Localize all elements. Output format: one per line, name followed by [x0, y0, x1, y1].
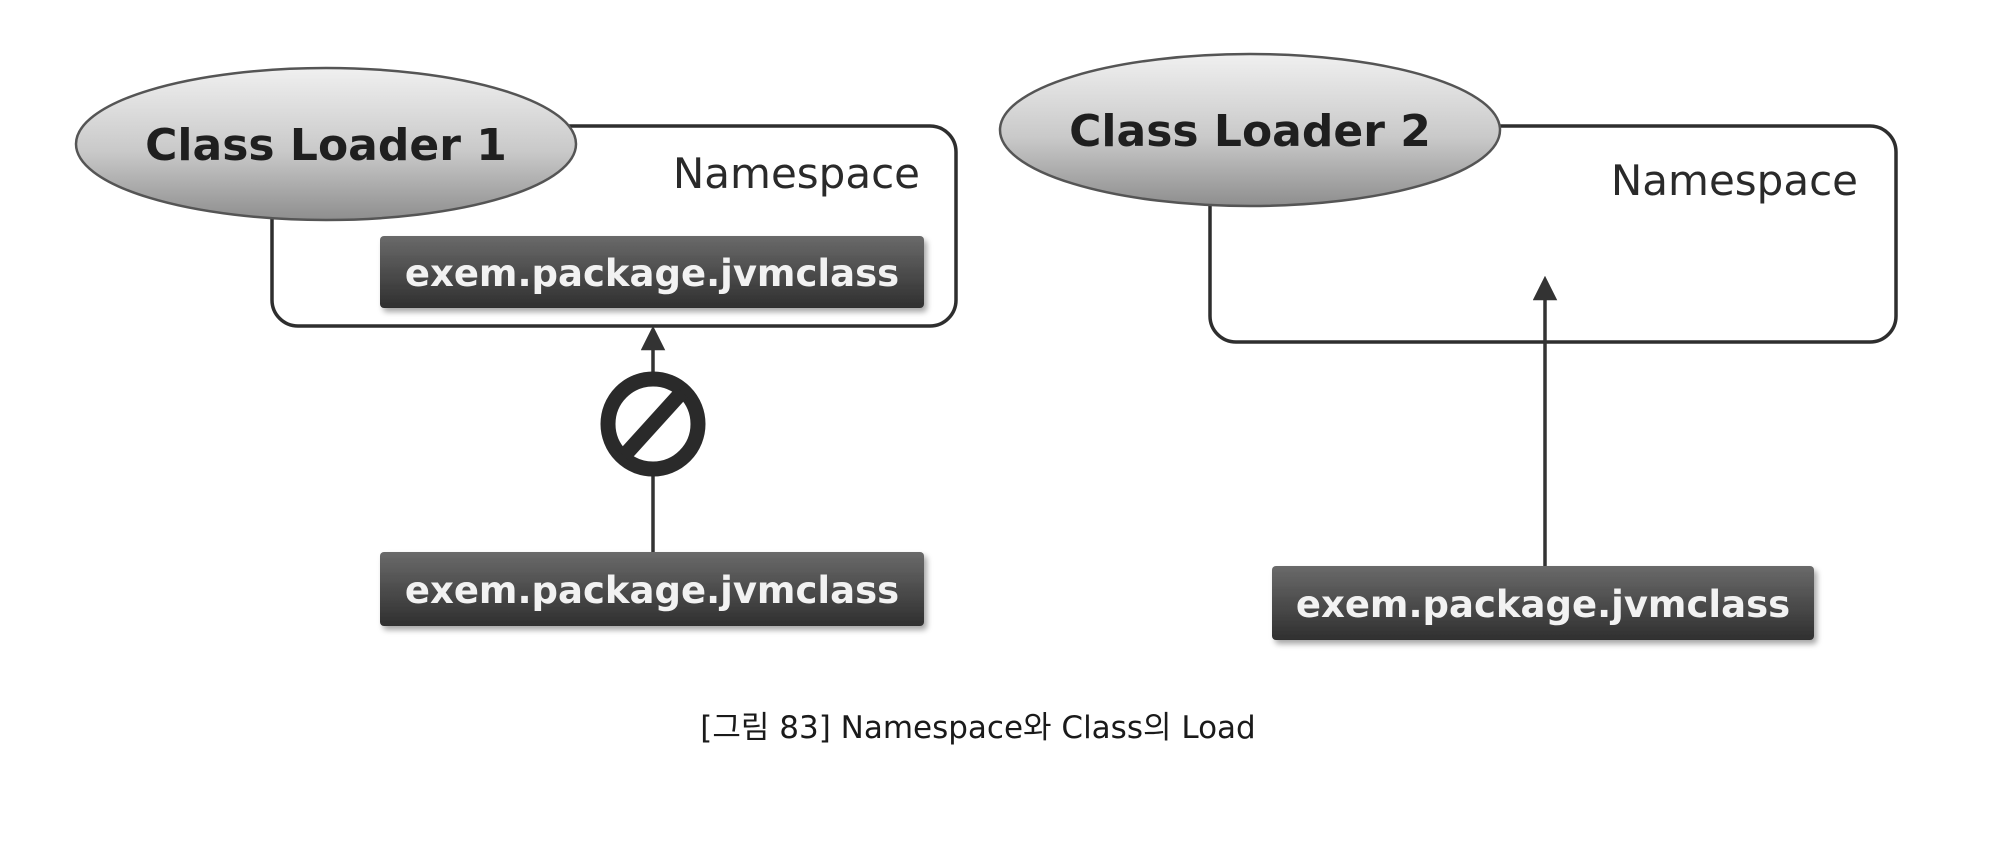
namespace-label: Namespace [673, 149, 920, 198]
outer-class-box [380, 552, 924, 626]
outer-class-label: exem.package.jvmclass [1296, 583, 1790, 626]
inner-class-box [380, 236, 924, 308]
class-loader-ellipse [998, 52, 1502, 208]
prohibited-icon [600, 371, 706, 477]
outer-class-box [1272, 566, 1814, 640]
class-loader-label: Class Loader 1 [145, 120, 507, 171]
right-panel: Class Loader 2 Namespace exem.package.jv… [998, 52, 1898, 640]
class-loader-label: Class Loader 2 [1069, 106, 1431, 157]
inner-class-label: exem.package.jvmclass [405, 252, 899, 295]
namespace-label: Namespace [1611, 156, 1858, 205]
outer-class-label: exem.package.jvmclass [405, 569, 899, 612]
figure-caption: [그림 83] Namespace와 Class의 Load [700, 710, 1255, 746]
left-panel: Class Loader 1 Namespace exem.package.jv… [74, 66, 958, 626]
class-loader-ellipse [74, 66, 578, 222]
